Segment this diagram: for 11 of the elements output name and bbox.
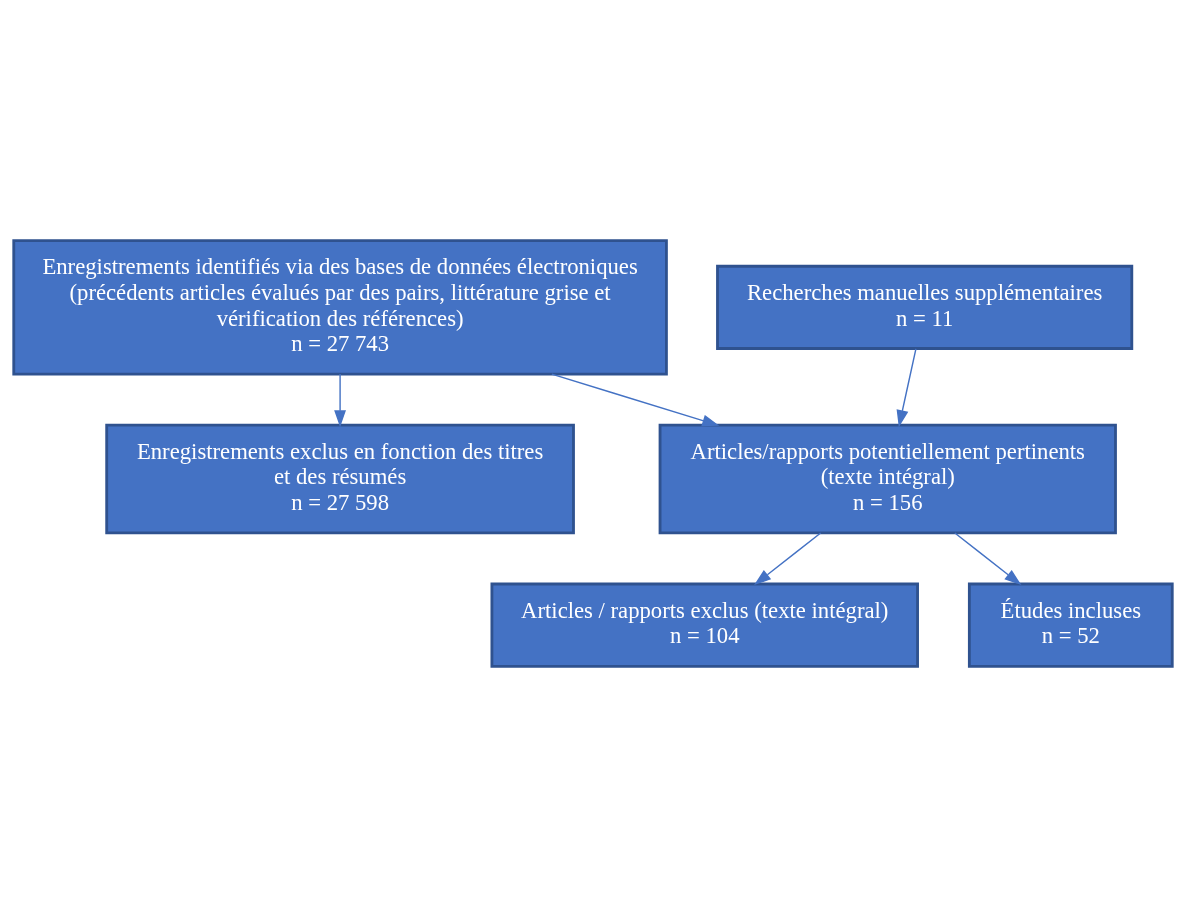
node-box: Articles/rapports potentiellement pertinents (texte intégral) n = 156 [658,423,1117,535]
node-box: Articles / rapports exclus (texte intégral) n = 104 [490,582,919,668]
arrow [334,373,347,428]
node-box: Enregistrements exclus en fonction des titres et des résumés n = 27 598 [105,423,575,535]
node-box: Enregistrements identifiés via des bases de données électroniques (précédents articles évalués par des pairs, littérature grise et vérification des références) n = 27 743 [12,239,668,376]
arrow [896,348,917,428]
node-box: Études incluses n = 52 [967,582,1174,668]
arrow [551,373,720,427]
arrow [754,532,822,586]
node-box: Recherches manuelles supplémentaires n = 11 [716,264,1134,350]
arrow [954,532,1022,586]
